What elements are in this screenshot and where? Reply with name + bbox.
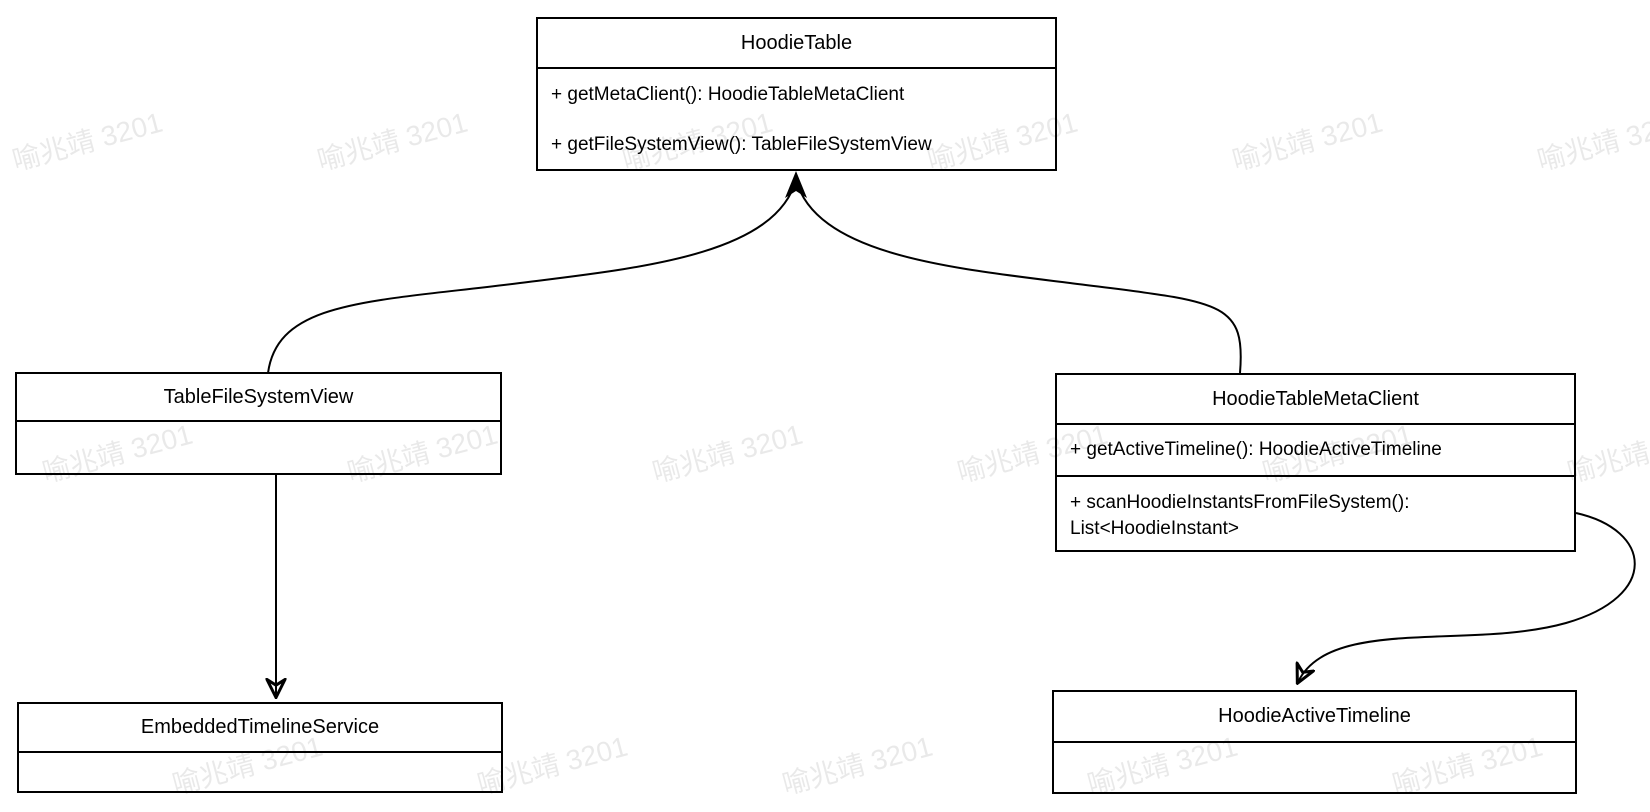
methods-compartment: + scanHoodieInstantsFromFileSystem(): Li… [1057,475,1574,548]
watermark-text: 喻兆靖 3201 [314,106,471,177]
empty-compartment [1054,743,1575,792]
method-scan-hoodie-instants: + scanHoodieInstantsFromFileSystem(): Li… [1070,492,1410,539]
empty-compartment [19,753,501,791]
methods-compartment: + getMetaClient(): HoodieTableMetaClient… [538,69,1055,169]
class-box-table-file-system-view[interactable]: TableFileSystemView [15,372,502,475]
watermark-text: 喻兆靖 3201 [779,730,936,801]
class-title-hoodie-table-meta-client: HoodieTableMetaClient [1057,375,1574,425]
edge-hoodietablemetaclient-to-hoodietable [795,179,1242,374]
class-box-embedded-timeline-service[interactable]: EmbeddedTimelineService [17,702,503,793]
method-get-file-system-view: + getFileSystemView(): TableFileSystemVi… [551,134,932,155]
class-title-embedded-timeline-service: EmbeddedTimelineService [19,704,501,753]
watermark-text: 喻兆靖 3201 [1534,106,1650,177]
class-title-hoodie-table: HoodieTable [538,19,1055,69]
methods-compartment: + getActiveTimeline(): HoodieActiveTimel… [1057,425,1574,475]
class-title-table-file-system-view: TableFileSystemView [17,374,500,422]
watermark-text: 喻兆靖 3201 [649,418,806,489]
method-get-meta-client: + getMetaClient(): HoodieTableMetaClient [551,84,905,105]
class-box-hoodie-table[interactable]: HoodieTable + getMetaClient(): HoodieTab… [536,17,1057,171]
watermark-text: 喻兆靖 3201 [9,106,166,177]
class-title-hoodie-active-timeline: HoodieActiveTimeline [1054,692,1575,743]
method-get-active-timeline: + getActiveTimeline(): HoodieActiveTimel… [1070,439,1442,460]
watermark-text: 喻兆靖 3201 [1229,106,1386,177]
class-box-hoodie-active-timeline[interactable]: HoodieActiveTimeline [1052,690,1577,794]
empty-compartment [17,422,500,473]
arrowhead-up-icon [785,171,807,198]
class-box-hoodie-table-meta-client[interactable]: HoodieTableMetaClient + getActiveTimelin… [1055,373,1576,552]
edge-tablefilesystemview-to-hoodietable [267,179,797,374]
